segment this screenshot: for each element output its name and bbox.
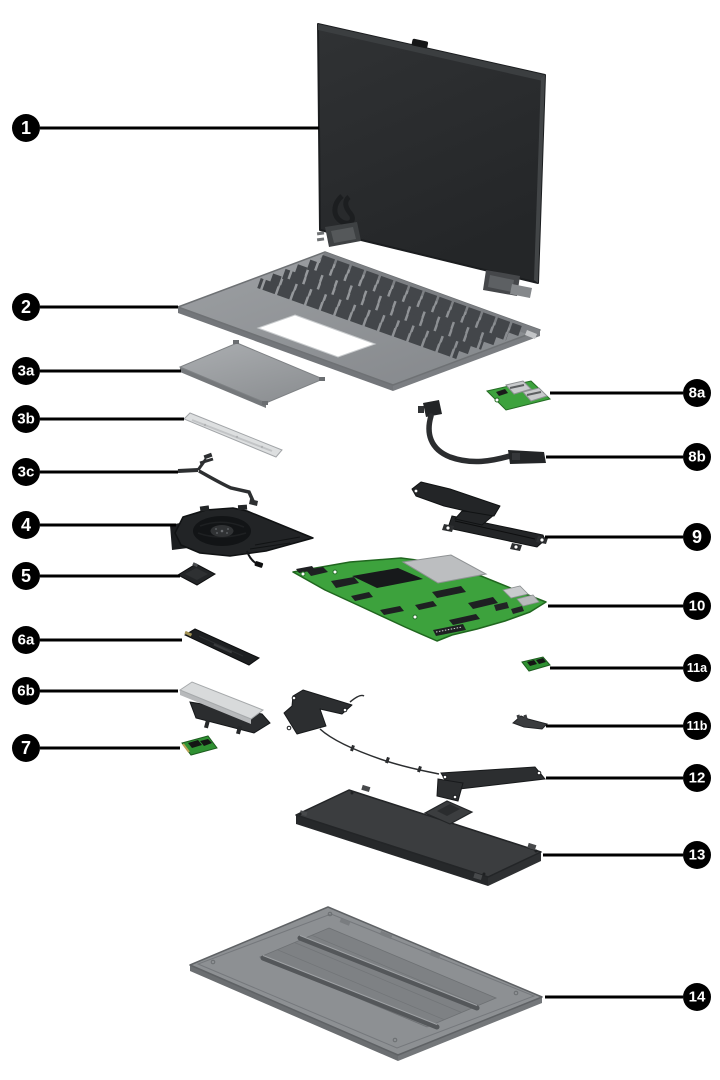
callout-11b: 11b (546, 712, 711, 740)
callout-1: 1 (12, 114, 319, 142)
fan-illustration (170, 504, 314, 568)
display-assembly-illustration (316, 23, 546, 298)
touchpad-cutout (256, 314, 377, 358)
callout-2: 2 (12, 293, 178, 321)
processor-chip (352, 568, 423, 588)
svg-text:6b: 6b (17, 683, 35, 700)
top-cover-keyboard-illustration (177, 251, 541, 391)
callout-8a: 8a (550, 379, 711, 407)
speakers-illustration (283, 689, 546, 802)
drive-shield-illustration (178, 681, 271, 735)
callout-10: 10 (548, 592, 711, 620)
callout-7: 7 (12, 734, 180, 762)
small-board-illustration (521, 656, 551, 672)
right-hinge (483, 270, 532, 298)
keyboard-keys (257, 255, 522, 359)
svg-text:13: 13 (689, 847, 706, 864)
svg-text:11b: 11b (687, 719, 708, 733)
board-chips (296, 566, 498, 636)
callout-13: 13 (543, 841, 711, 869)
callout-6b: 6b (12, 677, 178, 705)
callout-3c: 3c (12, 458, 178, 486)
card-module-illustration (176, 562, 217, 586)
battery-illustration (295, 784, 542, 886)
small-bracket-illustration (512, 714, 548, 730)
svg-text:3b: 3b (17, 411, 35, 428)
wlan-module-illustration (181, 735, 218, 756)
touchpad-bracket-illustration (183, 412, 283, 458)
touchpad-illustration (178, 340, 325, 408)
callout-3a: 3a (12, 357, 181, 385)
system-board-illustration (292, 554, 547, 642)
svg-text:11a: 11a (687, 661, 708, 675)
svg-text:6a: 6a (18, 632, 35, 649)
board-ports (494, 585, 540, 614)
callout-9: 9 (545, 523, 711, 551)
svg-text:12: 12 (689, 770, 706, 787)
ssd-illustration (183, 628, 261, 666)
svg-text:14: 14 (689, 989, 706, 1006)
svg-text:8a: 8a (689, 385, 706, 402)
heat-sink-illustration (411, 481, 548, 551)
svg-text:7: 7 (21, 738, 31, 758)
webcam-notch (411, 38, 429, 49)
emi-shield (401, 554, 488, 584)
svg-text:5: 5 (21, 566, 31, 586)
svg-text:4: 4 (21, 515, 31, 535)
svg-text:1: 1 (21, 118, 31, 138)
callout-5: 5 (12, 562, 180, 590)
usb-board-cable-illustration (418, 400, 546, 465)
svg-text:2: 2 (21, 297, 31, 317)
callout-14: 14 (545, 983, 711, 1011)
callout-6a: 6a (12, 626, 182, 654)
bottom-cover-illustration (189, 906, 543, 1061)
svg-text:3a: 3a (18, 363, 35, 380)
side-port (525, 330, 537, 339)
usb-board-illustration (486, 380, 552, 411)
svg-text:3c: 3c (18, 464, 35, 481)
callout-12: 12 (546, 764, 711, 792)
svg-text:10: 10 (689, 598, 706, 615)
callout-11a: 11a (550, 654, 711, 682)
touchpad-cable-illustration (177, 452, 258, 506)
display-cable (332, 194, 355, 226)
svg-text:8b: 8b (688, 449, 706, 466)
callout-3b: 3b (12, 405, 184, 433)
callout-4: 4 (12, 511, 176, 539)
cover-ridge (260, 955, 440, 1030)
svg-text:9: 9 (692, 527, 702, 547)
left-hinge (316, 222, 361, 247)
cover-ridge (297, 935, 480, 1011)
callout-8b: 8b (546, 443, 711, 471)
